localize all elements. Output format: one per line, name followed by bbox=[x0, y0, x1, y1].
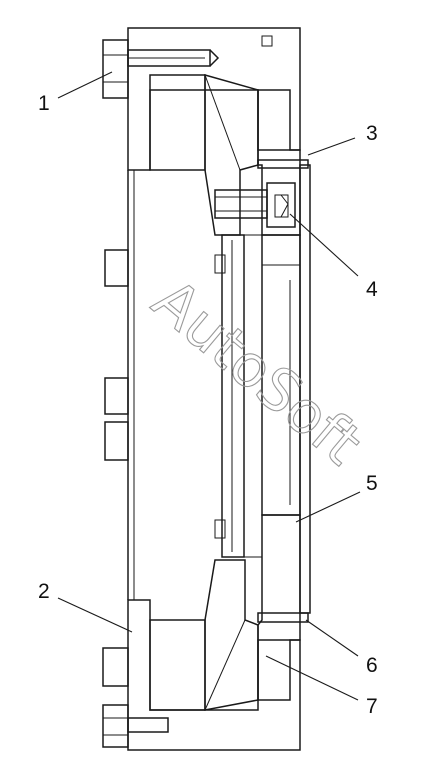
cap-screw bbox=[214, 182, 296, 228]
callout-4: 4 bbox=[366, 278, 378, 301]
side-studs bbox=[104, 249, 129, 461]
callout-3: 3 bbox=[366, 122, 378, 145]
watermark-text: AutoSoft bbox=[140, 266, 375, 478]
callout-7: 7 bbox=[366, 695, 378, 718]
pressure-plate-bottom bbox=[204, 559, 259, 711]
callout-2: 2 bbox=[38, 580, 50, 603]
top-notch bbox=[261, 35, 273, 47]
friction-lining-bottom bbox=[149, 619, 206, 711]
callout-5: 5 bbox=[366, 472, 378, 495]
inner-disc bbox=[214, 234, 262, 558]
cover-plate bbox=[257, 159, 311, 623]
leader-lines bbox=[57, 71, 361, 701]
callout-6: 6 bbox=[366, 654, 378, 677]
bolt-top bbox=[102, 39, 220, 99]
callout-1: 1 bbox=[38, 92, 50, 115]
bolt-bottom bbox=[102, 647, 169, 748]
